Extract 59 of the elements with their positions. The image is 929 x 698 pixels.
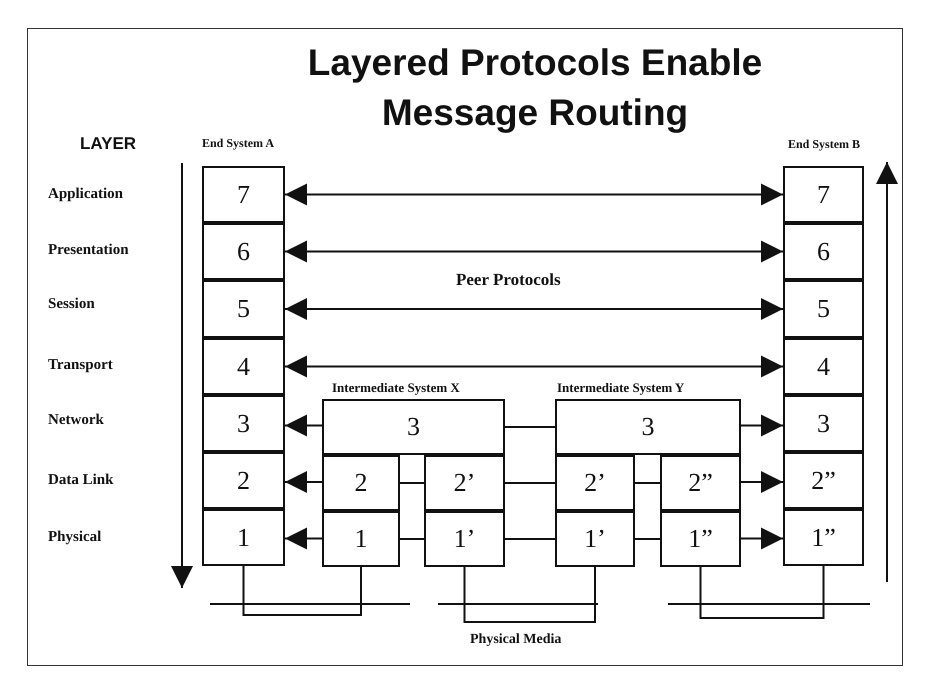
- connector-line: [400, 482, 424, 484]
- layer-box: 4: [202, 338, 285, 395]
- title: Layered Protocols Enable Message Routing: [306, 41, 764, 135]
- layer-name: Network: [48, 412, 104, 429]
- layer-name: Application: [48, 186, 124, 203]
- layer-box: 1’: [555, 511, 635, 567]
- layer-box: 1”: [783, 509, 864, 566]
- layer-box: 2: [202, 452, 285, 509]
- cable-line: [700, 566, 824, 619]
- layer-box: 3: [322, 399, 505, 455]
- connector-line: [505, 426, 555, 428]
- layer-box: 5: [202, 280, 285, 338]
- layer-name: Physical: [48, 529, 102, 546]
- layer-box: 2”: [660, 455, 741, 511]
- cable-line: [464, 567, 596, 623]
- layer-box: 3: [783, 395, 864, 452]
- system-label: Intermediate System Y: [557, 380, 684, 396]
- layer-box: 3: [202, 395, 285, 452]
- connector-line: [505, 538, 555, 540]
- arrow: [285, 184, 783, 206]
- layer-box: 4: [783, 338, 864, 395]
- arrow: [285, 356, 783, 378]
- cable-line: [242, 566, 362, 616]
- system-label: End System B: [788, 137, 860, 152]
- layer-box: 2”: [783, 452, 864, 509]
- layer-box: 2: [322, 455, 400, 511]
- layer-name: Session: [48, 296, 95, 313]
- layer-name: Presentation: [48, 242, 129, 259]
- arrow: [285, 528, 322, 550]
- system-label: Intermediate System X: [332, 380, 460, 396]
- layer-box: 1”: [660, 511, 741, 567]
- peer-protocols-label: Peer Protocols: [456, 270, 561, 290]
- layer-box: 7: [783, 166, 864, 223]
- layer-heading: LAYER: [80, 134, 136, 154]
- layer-box: 6: [202, 223, 285, 280]
- connector-line: [400, 538, 424, 540]
- layer-box: 7: [202, 166, 285, 223]
- arrow: [285, 471, 322, 493]
- layer-box: 3: [555, 399, 741, 455]
- layer-box: 2’: [555, 455, 635, 511]
- arrow: [285, 298, 783, 320]
- arrow: [285, 414, 322, 436]
- arrow: [741, 471, 783, 493]
- arrow: [285, 240, 783, 262]
- layer-box: 1’: [424, 511, 505, 567]
- connector-line: [635, 482, 660, 484]
- layer-box: 1: [322, 511, 400, 567]
- arrow: [741, 414, 783, 436]
- layer-box: 2’: [424, 455, 505, 511]
- layer-box: 1: [202, 509, 285, 566]
- layer-box: 6: [783, 223, 864, 280]
- arrow: [741, 528, 783, 550]
- media-label: Physical Media: [470, 632, 562, 648]
- connector-line: [635, 538, 660, 540]
- layer-name: Data Link: [48, 472, 114, 489]
- layer-box: 5: [783, 280, 864, 338]
- system-label: End System A: [202, 136, 274, 151]
- layer-name: Transport: [48, 357, 113, 374]
- connector-line: [505, 482, 555, 484]
